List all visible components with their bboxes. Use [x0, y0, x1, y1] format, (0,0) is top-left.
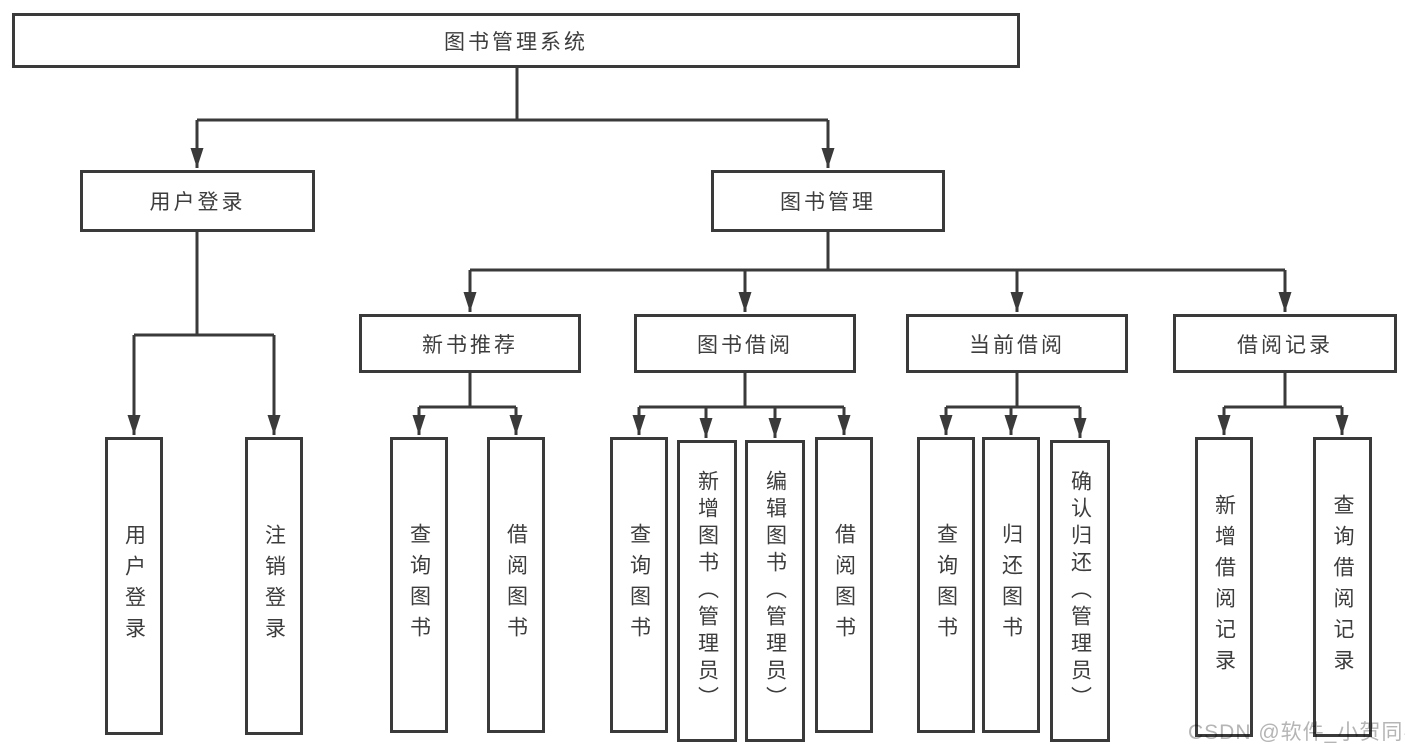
node-leaf-query-books-3-label: 查询图书	[934, 523, 958, 647]
node-root-label: 图书管理系统	[444, 30, 588, 54]
node-leaf-query-books-3: 查询图书	[917, 437, 975, 733]
node-leaf-add-borrow-record: 新增借阅记录	[1195, 437, 1253, 737]
node-leaf-user-login-label: 用户登录	[122, 524, 146, 648]
node-leaf-add-borrow-record-label: 新增借阅记录	[1212, 494, 1236, 680]
node-leaf-confirm-return-admin: 确认归还（管理员）	[1050, 440, 1110, 742]
node-leaf-return-books: 归还图书	[982, 437, 1040, 733]
node-leaf-query-books-1: 查询图书	[390, 437, 448, 733]
node-leaf-query-borrow-record-label: 查询借阅记录	[1331, 494, 1354, 680]
connector-root-bus	[197, 68, 828, 122]
node-new-book-recommend-label: 新书推荐	[422, 333, 518, 357]
node-leaf-query-books-2-label: 查询图书	[627, 523, 651, 647]
node-book-borrow: 图书借阅	[634, 314, 856, 373]
node-leaf-query-books-1-label: 查询图书	[407, 523, 431, 647]
node-borrow-records-label: 借阅记录	[1237, 333, 1333, 357]
node-new-book-recommend: 新书推荐	[359, 314, 581, 373]
connector-new-book-bus	[419, 373, 516, 409]
node-root: 图书管理系统	[12, 13, 1020, 68]
node-book-management-label: 图书管理	[780, 191, 876, 214]
node-leaf-add-books-admin: 新增图书（管理员）	[677, 440, 737, 742]
connector-book-borrow-bus	[639, 373, 844, 409]
watermark: CSDN @软件_小贺同学	[1188, 721, 1405, 744]
connector-current-borrow-bus	[946, 373, 1080, 409]
connector-borrow-records-bus	[1224, 373, 1342, 409]
connector-book-mgmt-bus	[470, 232, 1285, 272]
node-leaf-edit-books-admin-label: 编辑图书（管理员）	[763, 469, 787, 713]
node-leaf-user-login: 用户登录	[105, 437, 163, 735]
node-borrow-records: 借阅记录	[1173, 314, 1397, 373]
node-leaf-borrow-books-1-label: 借阅图书	[504, 523, 528, 647]
node-leaf-borrow-books-2-label: 借阅图书	[832, 523, 856, 647]
node-user-login: 用户登录	[80, 170, 315, 232]
node-book-management: 图书管理	[711, 170, 945, 232]
node-leaf-query-borrow-record: 查询借阅记录	[1313, 437, 1372, 737]
node-user-login-label: 用户登录	[149, 191, 246, 214]
node-leaf-return-books-label: 归还图书	[999, 523, 1023, 647]
node-leaf-query-books-2: 查询图书	[610, 437, 668, 733]
node-leaf-logout: 注销登录	[245, 437, 303, 735]
connector-user-login-bus	[134, 232, 274, 337]
node-leaf-add-books-admin-label: 新增图书（管理员）	[695, 469, 719, 713]
node-leaf-borrow-books-1: 借阅图书	[487, 437, 545, 733]
node-leaf-logout-label: 注销登录	[262, 524, 286, 648]
node-leaf-confirm-return-admin-label: 确认归还（管理员）	[1068, 469, 1092, 713]
node-current-borrow-label: 当前借阅	[969, 333, 1065, 357]
node-current-borrow: 当前借阅	[906, 314, 1128, 373]
node-leaf-borrow-books-2: 借阅图书	[815, 437, 873, 733]
node-leaf-edit-books-admin: 编辑图书（管理员）	[745, 440, 805, 742]
node-book-borrow-label: 图书借阅	[697, 333, 793, 357]
